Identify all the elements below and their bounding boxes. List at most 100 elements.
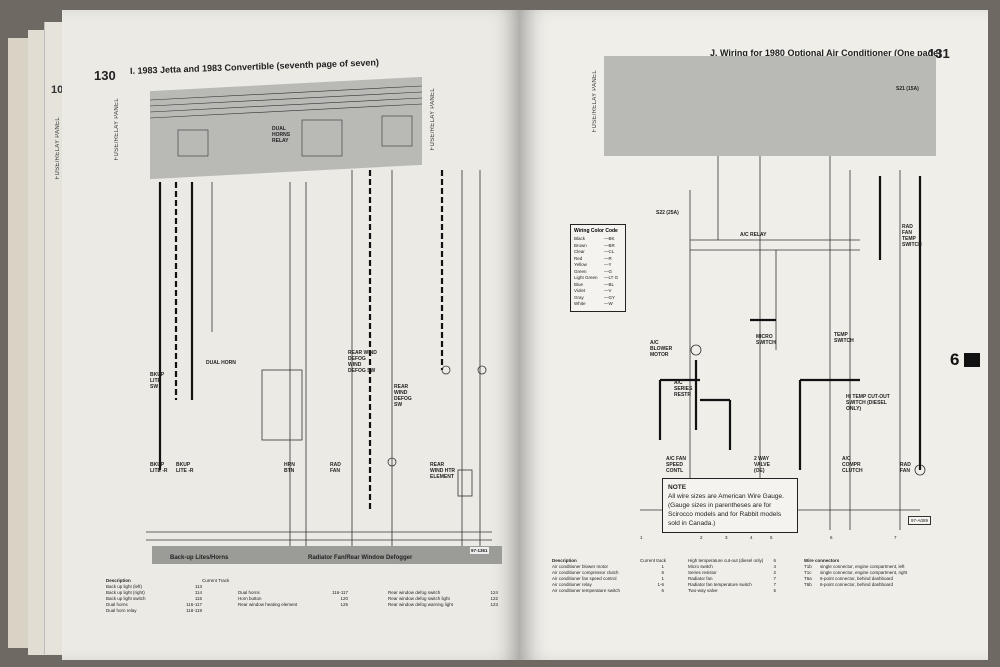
track-number: 2 <box>700 535 703 540</box>
component-label: A/C RELAY <box>740 232 767 238</box>
left-wiring-diagram <box>146 85 492 550</box>
connectors-header: Wire connectors <box>804 558 840 563</box>
track-number: 3 <box>725 535 728 540</box>
legend-row: Gray—GY <box>574 294 616 300</box>
legend-row: Black—BK <box>574 236 615 241</box>
figure-code: 97-A089 <box>908 516 932 525</box>
edge-panel-label: FUSE/RELAY PANEL <box>55 117 61 180</box>
legend-row: Yellow—Y <box>574 262 612 267</box>
component-label: REAR WIND DEFOG WIND DEFOG SW <box>348 350 377 374</box>
left-page: 130 I. 1983 Jetta and 1983 Convertible (… <box>62 10 520 660</box>
component-label: BKUP LITE SW <box>150 372 165 390</box>
component-label: S22 (25A) <box>656 210 679 216</box>
track-number: 5 <box>770 535 773 540</box>
component-label: RAD FAN TEMP SWITCH <box>902 224 922 248</box>
component-label: A/C SERIES RESTR <box>674 380 693 398</box>
note-text: All wire sizes are American Wire Gauge. … <box>668 493 784 527</box>
note-title: NOTE <box>668 484 687 491</box>
right-panel-label: FUSE/RELAY PANEL <box>592 70 598 133</box>
wiring-color-legend: Wiring Color Code Black—BK Brown—BR Clea… <box>570 224 626 312</box>
track-number: 7 <box>894 535 897 540</box>
section-tab-number: 6 <box>950 350 960 369</box>
component-label: REAR WIND DEFOG SW <box>394 384 412 408</box>
figure-code: 97-1361 <box>470 547 489 554</box>
description-row: High temperature cut-out (diesel only)6 <box>688 558 776 563</box>
component-label: A/C COMPR CLUTCH <box>842 456 863 474</box>
footer-section-right: Radiator Fan/Rear Window Defogger <box>308 555 413 561</box>
component-label: 2 WAY VALVE (OE) <box>754 456 770 474</box>
right-page: J. Wiring for 1980 Optional Air Conditio… <box>520 10 988 660</box>
right-description-col2: High temperature cut-out (diesel only)6 … <box>688 558 776 594</box>
section-tab-marker <box>964 353 980 367</box>
legend-title: Wiring Color Code <box>574 228 618 234</box>
left-panel-label: FUSE/RELAY PANEL <box>114 98 120 161</box>
current-track-header: Current track <box>640 558 667 563</box>
component-label: DUAL HORNS RELAY <box>272 126 291 144</box>
track-number: 6 <box>830 535 833 540</box>
component-label: MICRO SWITCH <box>756 334 776 346</box>
left-footer-bar: Back-up Lites/Horns Radiator Fan/Rear Wi… <box>152 546 502 564</box>
wire-gauge-note: NOTE All wire sizes are American Wire Ga… <box>662 478 798 533</box>
edge-page-number: 10 <box>51 84 64 96</box>
component-label: HI TEMP CUT-OUT SWITCH (DIESEL ONLY) <box>846 394 890 412</box>
description-row: Back up light (left)113 <box>106 584 202 589</box>
legend-row: White—W <box>574 301 613 306</box>
legend-row: Light Green—LT G <box>574 275 619 280</box>
component-label: BKUP LITE -R <box>176 462 194 474</box>
component-label: TEMP SWITCH <box>834 332 854 344</box>
description-row: Back up light (right)114 <box>106 590 202 595</box>
fuse-relay-panel <box>604 56 936 156</box>
component-label: HRN BTN <box>284 462 295 474</box>
legend-row: Blue—BL <box>574 281 615 287</box>
left-page-number: 130 <box>94 68 116 83</box>
component-label: A/C BLOWER MOTOR <box>650 340 673 358</box>
track-number: 1 <box>640 535 643 540</box>
legend-row: Red—R <box>574 255 612 261</box>
right-page-title: J. Wiring for 1980 Optional Air Conditio… <box>710 48 942 58</box>
current-track-header: Current Track <box>202 578 230 583</box>
component-label: A/C FAN SPEED CONTL <box>666 456 686 474</box>
component-label: RAD FAN <box>330 462 341 474</box>
right-description-col1: Description Air conditioner blower motor… <box>552 558 664 594</box>
component-label: BKUP LITE -R <box>150 462 168 474</box>
legend-row: Violet—V <box>574 288 612 293</box>
track-number: 4 <box>750 535 753 540</box>
section-tab: 6 <box>950 350 986 370</box>
legend-row: Clear—CL <box>574 249 615 254</box>
right-wiring-diagram <box>640 156 926 530</box>
footer-section-left: Back-up Lites/Horns <box>170 555 229 561</box>
description-header: Description <box>552 558 577 563</box>
component-label: RAD FAN <box>900 462 911 474</box>
description-header: Description <box>106 578 131 583</box>
legend-row: Green—G <box>574 268 613 274</box>
component-label: DUAL HORN <box>206 360 236 366</box>
legend-row: Brown—BR <box>574 242 615 248</box>
left-description-col1: Description Back up light (left)113 Back… <box>106 578 202 614</box>
